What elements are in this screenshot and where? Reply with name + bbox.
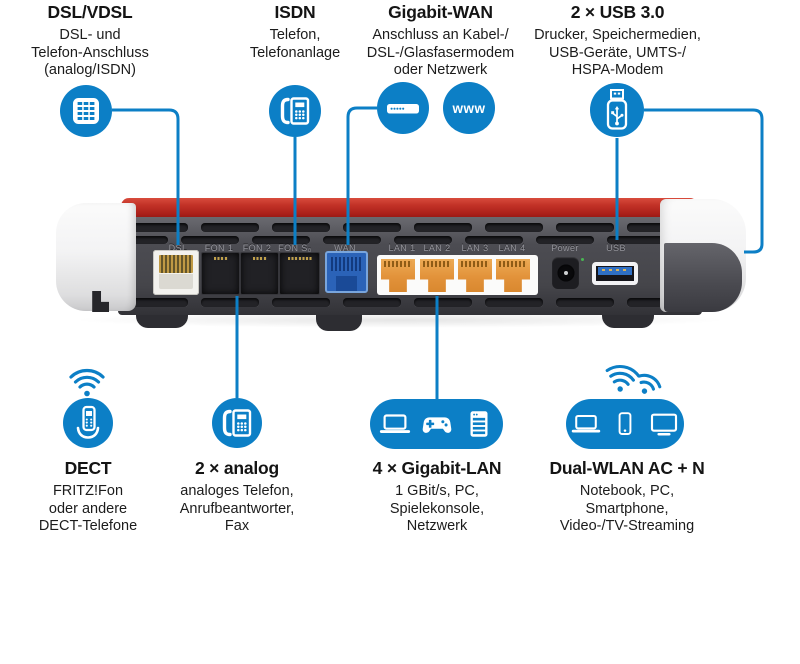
lan3-port: [458, 259, 492, 292]
section-title: 4 × Gigabit-LAN: [372, 458, 502, 478]
www-icon: www: [443, 82, 495, 134]
vent-row: [130, 223, 692, 232]
smartphone-icon: [618, 412, 632, 435]
lan1-port: [381, 259, 415, 292]
fon-s0-port: [279, 252, 320, 295]
section-line: (analog/ISDN): [44, 62, 136, 78]
port-label-usb: USB: [606, 243, 626, 253]
desk-phone-icon: [269, 85, 321, 137]
section-line: DECT-Telefone: [38, 518, 138, 534]
section-title: DSL/VDSL: [47, 2, 133, 22]
section-title: Gigabit-WAN: [388, 2, 493, 22]
section-line: DSL-/Glasfasermodem: [366, 44, 515, 61]
power-jack: [552, 257, 579, 289]
dect-wireless-icon: [69, 369, 105, 397]
port-label-lan2: LAN 2: [423, 243, 451, 253]
section-line: Netzwerk: [406, 518, 468, 534]
vent-row: [130, 298, 692, 307]
port-label-power: Power: [551, 243, 579, 253]
section-line: Telefon-Anschluss: [31, 44, 149, 61]
gamepad-icon: [422, 417, 451, 433]
router-foot: [316, 310, 362, 331]
section-line: DSL- und: [59, 27, 121, 43]
port-label-lan4: LAN 4: [498, 243, 526, 253]
section-title: 2 × USB 3.0: [570, 2, 665, 22]
dsl-port: [153, 250, 199, 295]
section-gigabit-lan: 4 × Gigabit-LAN 1 GBit/s, PC, Spielekons…: [352, 458, 522, 536]
section-title: DECT: [64, 458, 112, 478]
laptop-icon: [379, 414, 410, 433]
wan-port: [325, 251, 368, 293]
section-title: Dual-WLAN AC + N: [549, 458, 705, 478]
dual-wlan-icon: [605, 365, 662, 394]
power-led: [581, 258, 584, 261]
port-label-dsl: DSL: [168, 243, 188, 253]
section-line: Drucker, Speichermedien,: [534, 27, 701, 43]
section-line: Anrufbeantworter,: [179, 500, 295, 517]
port-label-fon1: FON 1: [204, 243, 234, 253]
section-line: oder andere: [48, 500, 128, 517]
section-line: USB-Geräte, UMTS-/: [549, 44, 686, 61]
lan2-port: [420, 259, 454, 292]
desk-phone-icon: [212, 398, 262, 448]
port-label-fon-s0: FON S₀: [278, 243, 312, 253]
section-line: 1 GBit/s, PC,: [395, 483, 479, 499]
section-line: analoges Telefon,: [180, 483, 294, 499]
section-line: Spielekonsole,: [389, 500, 485, 517]
section-usb: 2 × USB 3.0 Drucker, Speichermedien, USB…: [515, 2, 720, 80]
tv-icon: [650, 413, 678, 436]
section-line: Fax: [224, 518, 250, 534]
section-analog: 2 × analog analoges Telefon, Anrufbeantw…: [152, 458, 322, 536]
port-label-wan: WAN: [334, 243, 356, 253]
port-label-lan1: LAN 1: [388, 243, 416, 253]
gigabit-lan-devices-badge: [370, 399, 503, 449]
section-line: Anschluss an Kabel-/: [372, 27, 509, 43]
section-title: 2 × analog: [194, 458, 280, 478]
router-shadow: [70, 312, 730, 328]
router-right-cap-front: [664, 243, 742, 312]
usb-stick-icon: [590, 83, 644, 137]
port-label-lan3: LAN 3: [461, 243, 489, 253]
port-label-fon2: FON 2: [242, 243, 272, 253]
tae-socket-icon: [60, 85, 112, 137]
fon2-port: [240, 252, 279, 295]
lan-port-panel: [377, 255, 538, 295]
lan4-port: [496, 259, 530, 292]
fon1-port: [201, 252, 240, 295]
section-line: Smartphone,: [585, 500, 669, 517]
section-dect: DECT FRITZ!Fon oder andere DECT-Telefone: [13, 458, 163, 536]
section-dual-wlan: Dual-WLAN AC + N Notebook, PC, Smartphon…: [527, 458, 727, 536]
section-line: FRITZ!Fon: [52, 483, 124, 499]
section-line: Telefonanlage: [249, 44, 341, 61]
section-isdn: ISDN Telefon, Telefonanlage: [215, 2, 375, 62]
section-line: HSPA-Modem: [571, 62, 664, 78]
section-line: Notebook, PC,: [579, 483, 675, 499]
wlan-devices-badge: [566, 399, 684, 449]
cordless-phone-icon: [63, 398, 113, 448]
usb-port: [592, 262, 638, 285]
section-gigabit-wan: Gigabit-WAN Anschluss an Kabel-/ DSL-/Gl…: [348, 2, 533, 80]
www-label: www: [452, 100, 486, 116]
laptop-icon: [571, 414, 601, 433]
section-line: oder Netzwerk: [393, 62, 488, 78]
server-icon: [470, 411, 487, 437]
section-line: Telefon,: [269, 27, 321, 43]
section-title: ISDN: [274, 2, 316, 22]
section-line: Video-/TV-Streaming: [559, 518, 695, 534]
modem-icon: [377, 82, 429, 134]
section-dsl-vdsl: DSL/VDSL DSL- und Telefon-Anschluss (ana…: [10, 2, 170, 80]
